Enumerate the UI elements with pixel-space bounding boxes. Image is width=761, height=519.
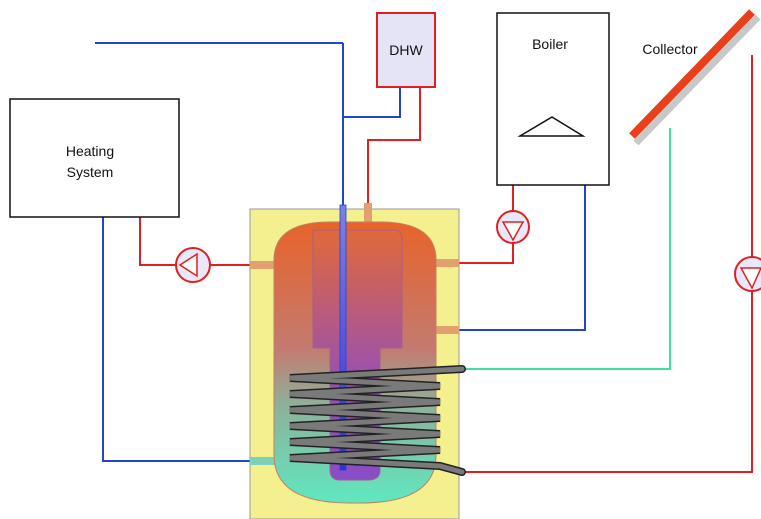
dhw-cold-pipe <box>343 87 401 118</box>
pump-arrow-down-icon <box>501 221 525 242</box>
boiler-pump <box>496 210 530 244</box>
heating-label-line2: System <box>67 164 114 180</box>
heating-label-line1: Heating <box>66 143 114 159</box>
dhw-label: DHW <box>389 42 423 58</box>
solar-heat-exchanger-coil <box>289 365 466 476</box>
dhw-hot-pipe <box>367 87 421 205</box>
heating-supply-pipe <box>139 217 176 266</box>
solar-pump <box>734 256 761 292</box>
boiler-supply-connector <box>434 259 459 267</box>
pump-arrow-left-icon <box>178 252 198 278</box>
solar-return-pipe <box>462 292 753 473</box>
dhw-unit: DHW <box>376 12 436 88</box>
heating-return-connector <box>250 457 275 465</box>
heating-return-pipe <box>102 217 250 462</box>
solar-supply-pipe <box>462 128 671 370</box>
solar-collector: Collector <box>629 9 761 146</box>
flame-triangle-icon <box>517 116 586 137</box>
collector-label: Collector <box>642 41 698 57</box>
dhw-outlet-connector <box>364 203 372 225</box>
boiler-return-pipe <box>459 185 586 331</box>
heating-system: Heating System <box>9 98 180 218</box>
heating-pump <box>175 247 211 283</box>
boiler-supply-pipe <box>459 243 514 264</box>
boiler-return-connector <box>434 326 459 334</box>
cold-inlet-rod <box>339 204 347 471</box>
boiler-label: Boiler <box>532 36 568 52</box>
storage-tank <box>249 203 466 519</box>
heating-supply-connector <box>250 261 275 269</box>
pump-arrow-down-icon <box>739 267 761 290</box>
boiler: Boiler <box>496 12 610 186</box>
